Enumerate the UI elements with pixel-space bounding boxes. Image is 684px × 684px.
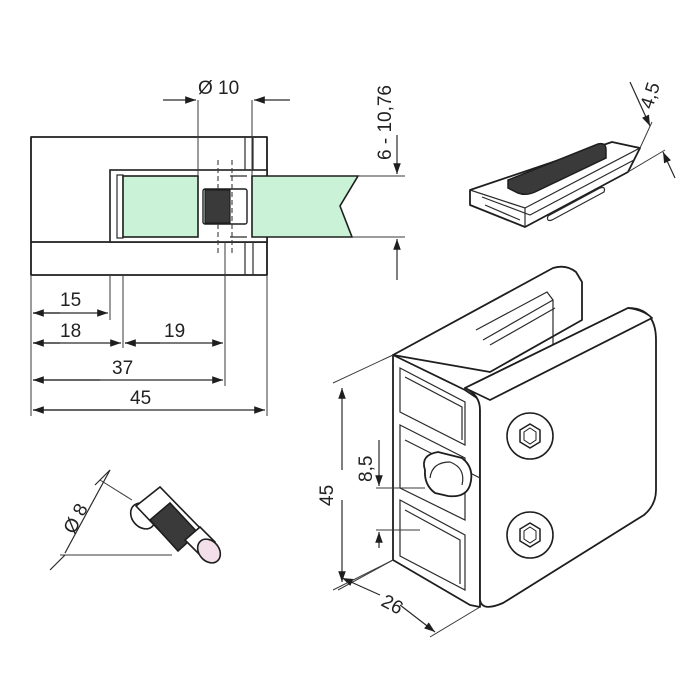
- dim-15-label: 15: [60, 290, 81, 311]
- section-view: [30, 100, 360, 276]
- pin-view: Ø 8: [49, 469, 222, 571]
- dim-18-label: 18: [60, 321, 81, 342]
- iso-view: 8,5 45 26: [317, 265, 657, 638]
- dim-chain: 15 18 19 37 45: [30, 242, 268, 416]
- dim-pad-label: 4,5: [637, 80, 665, 112]
- hex-socket-top: [506, 412, 554, 460]
- dim-19-label: 19: [164, 321, 185, 342]
- dim-slot-label: 8,5: [356, 456, 377, 482]
- dim-depth-label: 26: [378, 591, 407, 619]
- dim-45-label: 45: [130, 388, 151, 409]
- glass-pane-left: [122, 175, 199, 238]
- pin-tip: [196, 538, 222, 564]
- rubber-pad-view: 4,5: [469, 80, 676, 228]
- dim-height-label: 45: [317, 485, 338, 506]
- pad-rubber-insert: [507, 142, 607, 196]
- dim-bore-label: Ø 10: [198, 78, 239, 99]
- dim-glass-label: 6 - 10,76: [375, 85, 396, 160]
- dim-pin-label: Ø 8: [60, 500, 93, 537]
- dim-glass: 6 - 10,76: [352, 85, 405, 280]
- dim-37-label: 37: [112, 358, 133, 379]
- glass-pane-right: [251, 175, 360, 238]
- hex-socket-bottom: [506, 511, 554, 559]
- dim-bore: Ø 10: [163, 78, 290, 104]
